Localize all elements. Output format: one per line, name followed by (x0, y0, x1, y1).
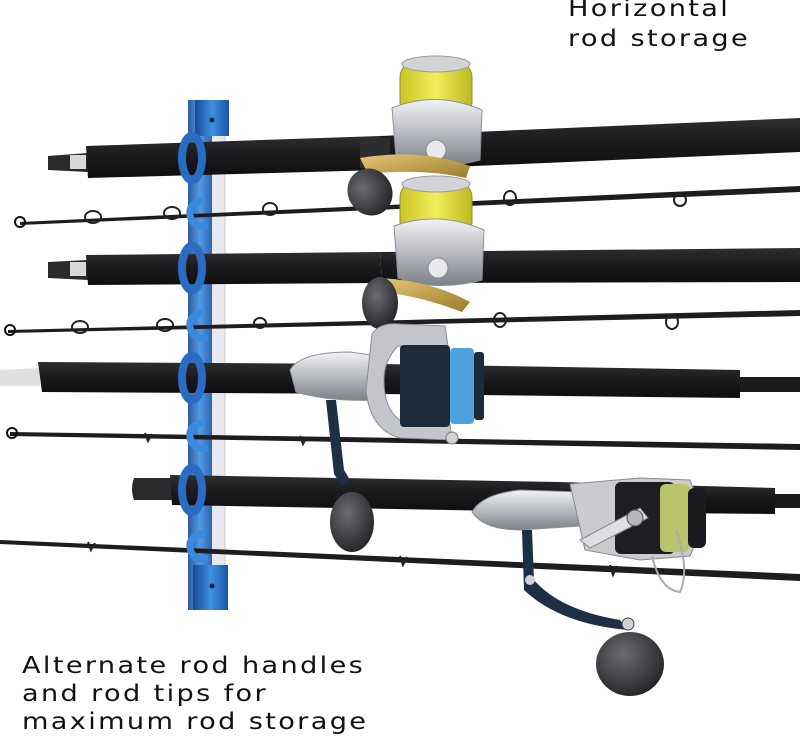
rod-tip-4 (0, 540, 800, 581)
caption-bottom-line-2: and rod tips for (22, 681, 268, 707)
caption-alternate-handles: Alternate rod handles and rod tips for m… (22, 655, 368, 739)
caption-top-line-1: Horizontal (568, 0, 731, 22)
rack-clips (178, 132, 209, 563)
handle-clip-3 (178, 352, 206, 404)
conventional-reel-1 (347, 55, 483, 216)
caption-bottom-line-3: maximum rod storage (22, 709, 369, 735)
handle-clip-4 (178, 464, 206, 516)
handle-clip-1 (178, 132, 206, 184)
handle-clip-2 (178, 242, 206, 294)
tip-clip-2 (186, 308, 209, 342)
spinning-reel-2 (471, 477, 706, 696)
conventional-reel-2 (362, 175, 485, 329)
caption-horizontal-storage: Horizontal rod storage (568, 0, 750, 58)
tip-clip-4 (186, 529, 209, 563)
tip-clip-3 (186, 418, 209, 452)
rod-handle-2 (48, 248, 800, 285)
rod-handle-1 (48, 118, 800, 178)
caption-bottom-line-1: Alternate rod handles (22, 653, 366, 679)
caption-top-line-2: rod storage (568, 26, 751, 52)
rod-tip-3 (6, 427, 800, 450)
spinning-reel-1 (289, 323, 484, 552)
tip-clip-1 (186, 196, 209, 230)
rod-tip-2 (4, 310, 800, 336)
